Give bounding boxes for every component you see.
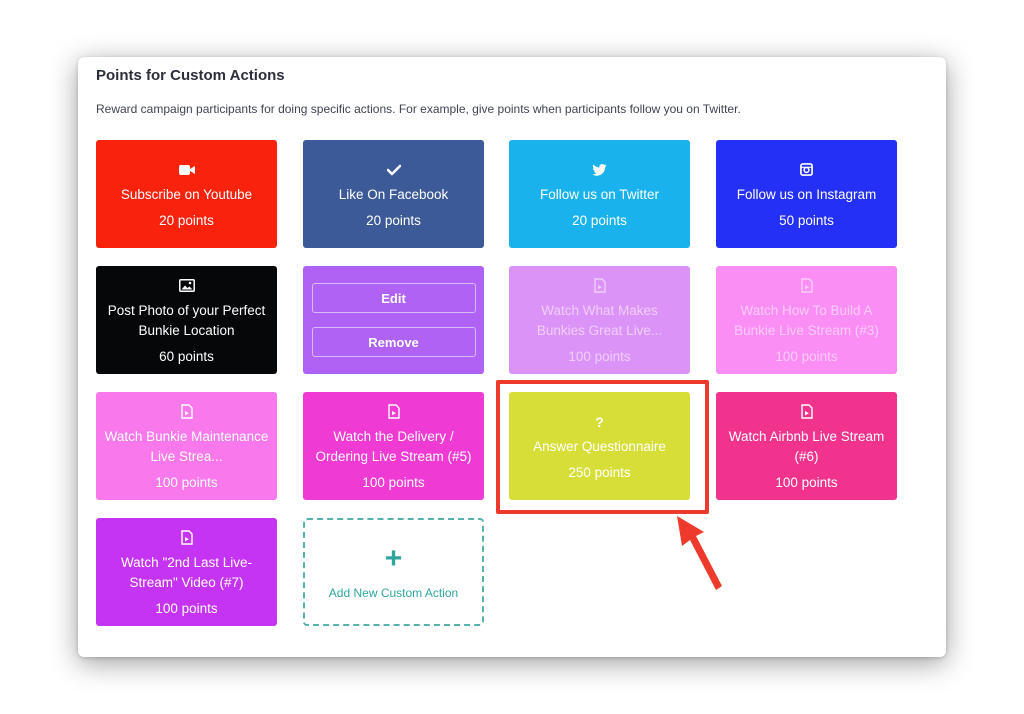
card-points: 20 points bbox=[572, 212, 627, 228]
card-label: Watch How To Build A Bunkie Live Stream … bbox=[734, 302, 879, 338]
card-points: 100 points bbox=[568, 348, 631, 364]
video-file-icon bbox=[800, 403, 813, 421]
card-label: Answer Questionnaire bbox=[533, 438, 666, 454]
edit-button[interactable]: Edit bbox=[311, 283, 476, 313]
action-card-answer-questionnaire[interactable]: ? Answer Questionnaire 250 points bbox=[509, 392, 690, 500]
section-description: Reward campaign participants for doing s… bbox=[96, 102, 741, 116]
action-card-twitter[interactable]: Follow us on Twitter 20 points bbox=[509, 140, 690, 248]
action-card-facebook[interactable]: Like On Facebook 20 points bbox=[303, 140, 484, 248]
card-points: 20 points bbox=[366, 212, 421, 228]
twitter-bird-icon bbox=[592, 161, 607, 179]
video-file-icon bbox=[180, 403, 193, 421]
card-label: Watch the Delivery / Ordering Live Strea… bbox=[315, 428, 472, 464]
action-card-watch-what-makes[interactable]: Watch What Makes Bunkies Great Live... 1… bbox=[509, 266, 690, 374]
action-card-watch-2nd-last[interactable]: Watch "2nd Last Live-Stream" Video (#7) … bbox=[96, 518, 277, 626]
remove-button[interactable]: Remove bbox=[311, 327, 476, 357]
card-label: Watch Bunkie Maintenance Live Strea... bbox=[104, 428, 269, 464]
question-mark-icon: ? bbox=[595, 413, 604, 430]
video-file-icon bbox=[180, 529, 193, 547]
pointer-arrow-icon bbox=[677, 516, 722, 590]
card-points: 100 points bbox=[155, 600, 218, 616]
card-points: 100 points bbox=[362, 474, 425, 490]
add-new-custom-action-button[interactable]: + Add New Custom Action bbox=[303, 518, 484, 626]
action-card-watch-maintenance[interactable]: Watch Bunkie Maintenance Live Strea... 1… bbox=[96, 392, 277, 500]
section-title: Points for Custom Actions bbox=[96, 67, 285, 84]
video-file-icon bbox=[593, 277, 606, 295]
card-label: Follow us on Twitter bbox=[539, 186, 660, 202]
action-card-edit-menu: Edit Remove bbox=[303, 266, 484, 374]
video-camera-icon bbox=[178, 161, 195, 179]
highlight-box bbox=[496, 380, 709, 514]
action-card-watch-airbnb[interactable]: Watch Airbnb Live Stream (#6) 100 points bbox=[716, 392, 897, 500]
card-points: 100 points bbox=[155, 474, 218, 490]
action-card-watch-delivery[interactable]: Watch the Delivery / Ordering Live Strea… bbox=[303, 392, 484, 500]
action-card-post-photo[interactable]: Post Photo of your Perfect Bunkie Locati… bbox=[96, 266, 277, 374]
card-label: Post Photo of your Perfect Bunkie Locati… bbox=[107, 302, 266, 338]
card-points: 60 points bbox=[159, 348, 214, 364]
card-points: 250 points bbox=[568, 464, 631, 480]
video-file-icon bbox=[387, 403, 400, 421]
card-points: 50 points bbox=[779, 212, 834, 228]
card-label: Like On Facebook bbox=[338, 186, 449, 202]
checkmark-icon bbox=[386, 161, 401, 179]
card-points: 100 points bbox=[775, 348, 838, 364]
card-label: Watch What Makes Bunkies Great Live... bbox=[536, 302, 663, 338]
image-icon bbox=[178, 277, 195, 295]
card-label: Watch "2nd Last Live-Stream" Video (#7) bbox=[120, 554, 253, 590]
plus-icon: + bbox=[384, 542, 403, 575]
action-card-youtube[interactable]: Subscribe on Youtube 20 points bbox=[96, 140, 277, 248]
instagram-icon bbox=[800, 161, 813, 179]
video-file-icon bbox=[800, 277, 813, 295]
add-action-label: Add New Custom Action bbox=[328, 586, 459, 600]
card-label: Subscribe on Youtube bbox=[120, 186, 253, 202]
card-points: 20 points bbox=[159, 212, 214, 228]
action-card-watch-how-to-build[interactable]: Watch How To Build A Bunkie Live Stream … bbox=[716, 266, 897, 374]
card-points: 100 points bbox=[775, 474, 838, 490]
action-card-instagram[interactable]: Follow us on Instagram 50 points bbox=[716, 140, 897, 248]
card-label: Watch Airbnb Live Stream (#6) bbox=[728, 428, 885, 464]
card-label: Follow us on Instagram bbox=[736, 186, 877, 202]
